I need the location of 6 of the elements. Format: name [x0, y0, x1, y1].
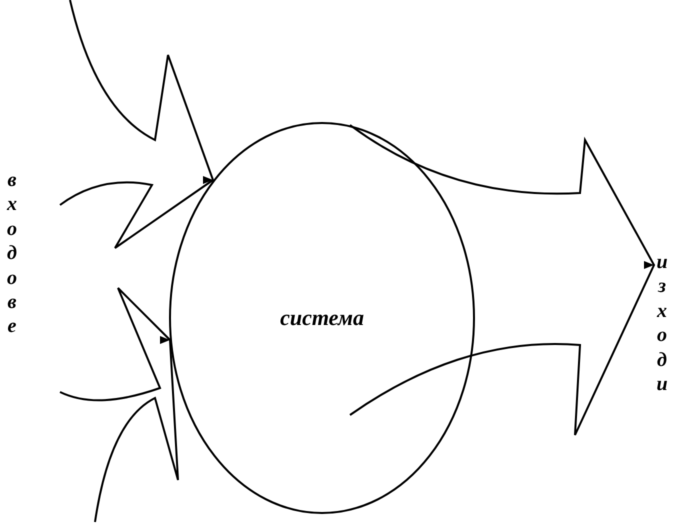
vertical-label: входове [6, 168, 18, 339]
block-arrow [59, 0, 214, 249]
node-label: система [280, 305, 364, 331]
block-arrow [59, 287, 179, 522]
vertical-label: изходи [656, 250, 668, 396]
block-arrow [349, 124, 655, 436]
